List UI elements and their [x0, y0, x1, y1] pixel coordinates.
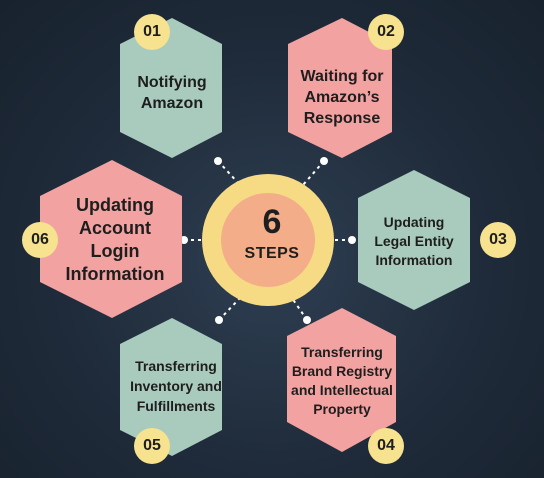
connector-04: [291, 297, 308, 321]
center-number: 6: [262, 203, 282, 241]
hexagon-step-02: [288, 18, 392, 158]
center-label: STEPS: [244, 245, 300, 262]
hexagon-step-06: [40, 160, 182, 318]
connector-05: [218, 297, 241, 321]
step-04-badge: 04: [368, 428, 404, 464]
connector-01: [217, 160, 241, 186]
step-03-badge: 03: [480, 222, 516, 258]
step-05-badge: 05: [134, 428, 170, 464]
step-02-label: Waiting for Amazon’s Response: [300, 67, 384, 127]
connector-dot-01: [214, 157, 222, 165]
step-06-label: Updating Account Login Information: [65, 195, 165, 284]
step-01-label: Notifying Amazon: [137, 74, 207, 112]
center-core: [221, 193, 315, 287]
connector-02: [302, 160, 325, 186]
step-02-badge: 02: [368, 14, 404, 50]
step-06-badge: 06: [22, 222, 58, 258]
hexagon-step-04: [287, 308, 396, 452]
step-04-label: Transferring Brand Registry and Intellec…: [291, 344, 393, 417]
hexagon-step-05: [120, 318, 222, 456]
connector-dot-04: [303, 316, 311, 324]
connector-dot-03: [348, 236, 356, 244]
hexagon-step-01: [120, 18, 222, 158]
hexagon-step-03: [358, 170, 470, 310]
step-05-label: Transferring Inventory and Fulfillments: [130, 358, 222, 414]
connector-dot-02: [320, 157, 328, 165]
connector-dot-05: [215, 316, 223, 324]
step-01-badge: 01: [134, 14, 170, 50]
step-03-label: Updating Legal Entity Information: [374, 213, 454, 268]
